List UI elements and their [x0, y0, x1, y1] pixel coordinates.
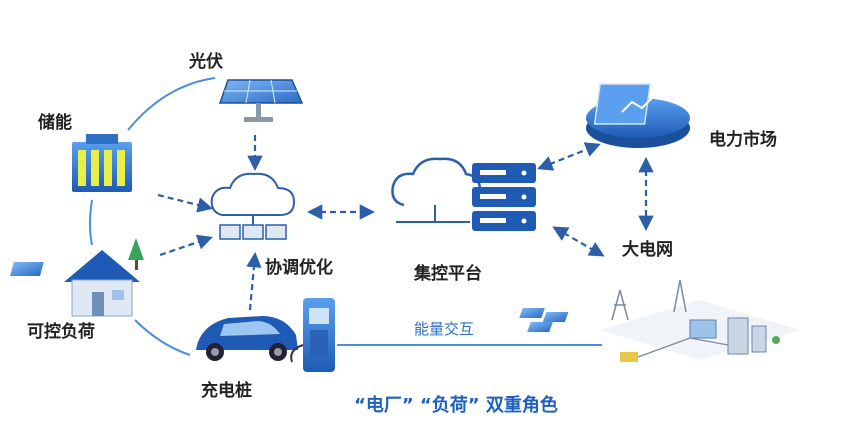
label-pv: 光伏 — [189, 52, 223, 72]
label-market: 电力市场 — [709, 130, 777, 150]
flow-arrows — [157, 135, 654, 311]
market-disc-icon — [586, 83, 690, 148]
power-grid-scene-icon — [519, 279, 800, 362]
arrow-platform-grid — [552, 226, 605, 257]
arrow-storage-coord — [157, 193, 213, 213]
battery-storage-icon — [72, 134, 132, 192]
solar-panel-icon — [218, 79, 304, 122]
ev-car-icon — [196, 316, 298, 361]
ring-arc-pv-storage — [127, 77, 216, 131]
arrow-ev-coord — [246, 251, 262, 311]
label-energy-exchange: 能量交互 — [414, 320, 475, 338]
label-coordination: 协调优化 — [265, 258, 333, 278]
diagram-caption: “电厂” “负荷” 双重角色 — [354, 395, 558, 416]
charging-pile-icon — [290, 298, 335, 372]
ring-arc-storage-load — [89, 199, 93, 246]
resource-ring — [89, 77, 216, 356]
arrow-load-coord — [159, 234, 213, 257]
label-controllable-load: 可控负荷 — [27, 322, 95, 342]
label-platform: 集控平台 — [414, 264, 482, 284]
arrow-platform-market — [537, 142, 601, 171]
platform-cloud-icon — [391, 157, 482, 223]
label-storage: 储能 — [38, 113, 72, 133]
server-rack-icon — [472, 163, 536, 231]
coordination-cloud-icon — [210, 172, 296, 240]
ring-arc-load-ev — [134, 319, 191, 356]
house-load-icon — [10, 238, 144, 317]
label-charging-pile: 充电桩 — [201, 381, 252, 401]
label-grid: 大电网 — [622, 240, 673, 260]
